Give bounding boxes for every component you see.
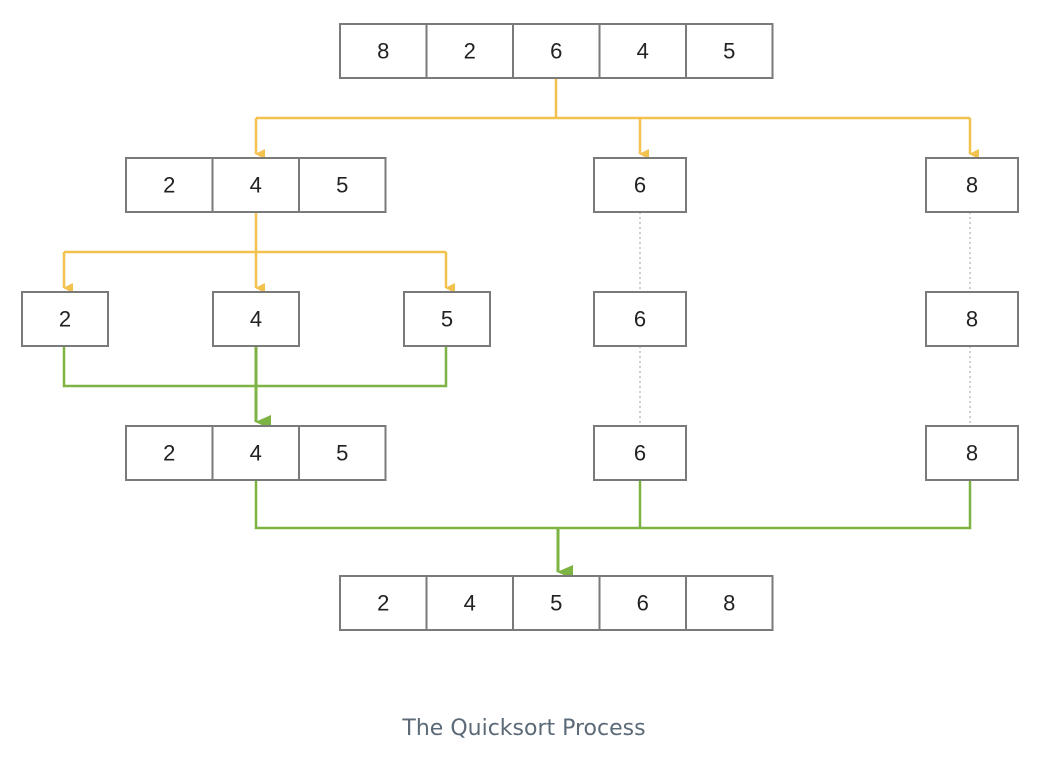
array-cell xyxy=(339,575,428,631)
array-leaf-2: 2 xyxy=(21,291,109,347)
cell-value: 8 xyxy=(377,39,389,64)
cell-value: 5 xyxy=(336,441,348,466)
array-cell xyxy=(512,575,601,631)
array-cell xyxy=(685,575,774,631)
array-cell xyxy=(593,291,687,347)
array-cell xyxy=(593,157,687,213)
array-cell xyxy=(125,425,214,481)
array-merged-6: 6 xyxy=(593,425,687,481)
array-sub-left: 2 4 5 xyxy=(125,157,387,213)
array-cell xyxy=(212,291,300,347)
cell-value: 4 xyxy=(250,307,262,332)
cell-value: 8 xyxy=(966,441,978,466)
cell-value: 2 xyxy=(377,591,389,616)
cell-value: 4 xyxy=(637,39,649,64)
cell-value: 2 xyxy=(59,307,71,332)
cell-value: 5 xyxy=(336,173,348,198)
array-cell xyxy=(598,575,687,631)
array-cell xyxy=(925,157,1019,213)
array-leaf-4: 4 xyxy=(212,291,300,347)
cell-value: 6 xyxy=(634,307,646,332)
array-cell xyxy=(925,291,1019,347)
array-merged-left: 2 4 5 xyxy=(125,425,387,481)
cell-value: 8 xyxy=(966,173,978,198)
array-cell xyxy=(21,291,109,347)
cell-value: 5 xyxy=(441,307,453,332)
array-boxes: 8 2 6 4 5 2 4 5 6 8 2 4 5 6 8 2 4 5 6 8 2 4 5 6 8 xyxy=(21,23,1019,631)
array-cell xyxy=(298,425,387,481)
array-cell xyxy=(593,425,687,481)
array-cell xyxy=(211,157,300,213)
cell-value: 2 xyxy=(163,441,175,466)
cell-value: 6 xyxy=(634,441,646,466)
array-cell xyxy=(125,157,214,213)
connectors xyxy=(62,78,979,579)
array-sorted: 2 4 5 6 8 xyxy=(339,575,774,631)
array-cell xyxy=(685,23,774,79)
array-cell xyxy=(425,575,514,631)
merge-connector xyxy=(254,480,972,530)
array-cell xyxy=(403,291,491,347)
array-leaf-5: 5 xyxy=(403,291,491,347)
cell-value: 6 xyxy=(637,591,649,616)
cell-value: 8 xyxy=(966,307,978,332)
array-cell xyxy=(298,157,387,213)
array-leaf-6: 6 xyxy=(593,291,687,347)
cell-value: 5 xyxy=(723,39,735,64)
cell-value: 4 xyxy=(464,591,476,616)
cell-value: 8 xyxy=(723,591,735,616)
array-input: 8 2 6 4 5 xyxy=(339,23,774,79)
array-cell xyxy=(598,23,687,79)
cell-value: 2 xyxy=(464,39,476,64)
array-pivot-8: 8 xyxy=(925,157,1019,213)
figure-caption: The Quicksort Process xyxy=(402,716,646,741)
array-cell xyxy=(211,425,300,481)
quicksort-diagram: 8 2 6 4 5 2 4 5 6 8 2 4 5 6 8 2 4 5 6 8 2 4 5 6 8 xyxy=(21,23,1019,631)
cell-value: 6 xyxy=(550,39,562,64)
array-leaf-8: 8 xyxy=(925,291,1019,347)
cell-value: 4 xyxy=(250,173,262,198)
cell-value: 4 xyxy=(250,441,262,466)
cell-value: 6 xyxy=(634,173,646,198)
array-cell xyxy=(925,425,1019,481)
array-pivot-6: 6 xyxy=(593,157,687,213)
array-merged-8: 8 xyxy=(925,425,1019,481)
cell-value: 2 xyxy=(163,173,175,198)
cell-value: 5 xyxy=(550,591,562,616)
